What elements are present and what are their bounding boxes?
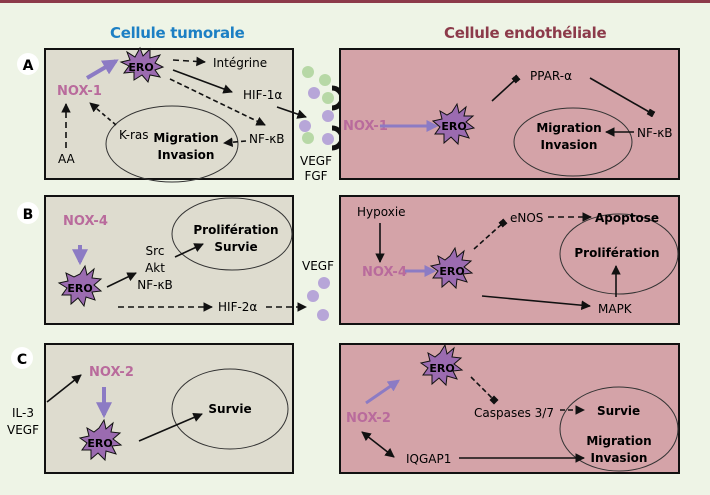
- ligand-dots: [299, 66, 334, 145]
- vegf-label: VEGF: [7, 423, 39, 437]
- arrow: [46, 374, 82, 403]
- inhibition-line: [473, 218, 508, 250]
- kras-label: K-ras: [119, 128, 148, 142]
- integrine-label: Intégrine: [213, 56, 267, 70]
- dashed-arrow: [172, 56, 206, 67]
- hif-label: HIF-1α: [243, 88, 282, 102]
- ero-label: ERO: [128, 61, 153, 74]
- outcome-label: Invasion: [158, 148, 215, 162]
- outcome-ellipse: [513, 107, 633, 177]
- ero-label: ERO: [87, 437, 112, 450]
- dashed-arrow: [89, 102, 117, 126]
- nfkb-label: NF-κB: [249, 132, 285, 146]
- outcome-label: Invasion: [541, 138, 598, 152]
- nox-label: NOX-4: [63, 214, 108, 229]
- outcome-ellipse: [105, 105, 239, 183]
- panel-label: A: [23, 58, 34, 74]
- inhibition-line: [589, 77, 656, 118]
- panel-label: C: [17, 352, 27, 368]
- top-border: [0, 0, 710, 3]
- endothelial-cell-box: [339, 343, 680, 474]
- ero-label: ERO: [439, 265, 464, 278]
- hypoxie-label: Hypoxie: [357, 205, 406, 219]
- outcome-ellipse: [171, 197, 293, 271]
- arrow: [172, 69, 233, 94]
- nox-label: NOX-1: [343, 119, 388, 134]
- arrow: [106, 272, 137, 288]
- nox-label: NOX-1: [57, 84, 102, 99]
- apoptose-label: Apoptose: [595, 211, 659, 225]
- panel-label-badge: [11, 347, 33, 369]
- outcome-label: Survie: [214, 240, 257, 254]
- src-label: Src: [146, 244, 165, 258]
- nox-label: NOX-4: [362, 265, 407, 280]
- arrow: [174, 243, 204, 258]
- ero-label: ERO: [429, 362, 454, 375]
- inhibition-line: [470, 376, 499, 405]
- tumor-cell-box: [44, 48, 294, 180]
- outcome-label: Migration: [586, 434, 651, 448]
- hif-label: HIF-2α: [218, 300, 257, 314]
- vegf-label: VEGF: [300, 154, 332, 168]
- panel-label-badge: [17, 202, 39, 224]
- bidirectional-arrow: [361, 431, 395, 458]
- ero-burst: ERO: [78, 418, 123, 462]
- panel-a: A NOX-1 ERO Intégrine HIF-1α NF-κB K-ras…: [17, 46, 680, 183]
- ero-burst: ERO: [431, 102, 476, 146]
- tumor-cell-box: [44, 343, 294, 474]
- nox-label: NOX-2: [346, 411, 391, 426]
- dashed-arrow: [169, 78, 266, 126]
- arrow: [138, 412, 203, 442]
- outcome-ellipse: [559, 213, 679, 295]
- panel-c: C NOX-2 ERO Survie IL-3 VEGF ERO NOX-2 C…: [7, 343, 680, 474]
- caspases-label: Caspases 3/7: [474, 406, 554, 420]
- activation-arrow: [85, 59, 119, 80]
- outcome-label: Invasion: [591, 451, 648, 465]
- dashed-arrow: [223, 137, 247, 147]
- nox-label: NOX-2: [89, 365, 134, 380]
- mapk-label: MAPK: [598, 302, 633, 316]
- panel-label-badge: [17, 53, 39, 75]
- vegf-label: VEGF: [302, 259, 334, 273]
- fgf-label: FGF: [304, 169, 327, 183]
- endothelial-cell-title: Cellule endothéliale: [444, 24, 607, 42]
- outcome-label: Migration: [536, 121, 601, 135]
- endothelial-cell-box: [339, 48, 680, 180]
- il3-label: IL-3: [12, 406, 34, 420]
- arrow: [481, 295, 591, 310]
- tumor-cell-title: Cellule tumorale: [110, 24, 245, 42]
- survie-label: Survie: [597, 404, 640, 418]
- panel-label: B: [23, 207, 34, 223]
- arrow: [276, 106, 307, 119]
- ero-burst: ERO: [429, 246, 474, 290]
- proliferation-label: Prolifération: [574, 246, 659, 260]
- enos-label: eNOS: [510, 211, 543, 225]
- ppar-label: PPAR-α: [530, 69, 572, 83]
- akt-label: Akt: [145, 261, 165, 275]
- ero-burst: ERO: [119, 46, 165, 84]
- ligand-dots: [307, 277, 330, 321]
- panel-b: B NOX-4 ERO Src Akt NF-κB Prolifération …: [17, 195, 680, 325]
- outcome-ellipse: [171, 368, 289, 450]
- iqgap-label: IQGAP1: [406, 452, 451, 466]
- aa-label: AA: [58, 152, 76, 166]
- ero-label: ERO: [441, 120, 466, 133]
- nfkb-label: NF-κB: [637, 126, 673, 140]
- nfkb-label: NF-κB: [137, 278, 173, 292]
- inhibition-line: [491, 74, 521, 102]
- ero-burst: ERO: [57, 264, 103, 308]
- activation-arrow: [365, 379, 400, 405]
- outcome-label: Survie: [208, 402, 251, 416]
- ero-label: ERO: [67, 282, 92, 295]
- outcome-ellipse: [559, 386, 679, 472]
- outcome-label: Prolifération: [193, 223, 278, 237]
- outcome-label: Migration: [153, 131, 218, 145]
- ero-burst: ERO: [419, 343, 464, 387]
- endothelial-cell-box: [339, 195, 680, 325]
